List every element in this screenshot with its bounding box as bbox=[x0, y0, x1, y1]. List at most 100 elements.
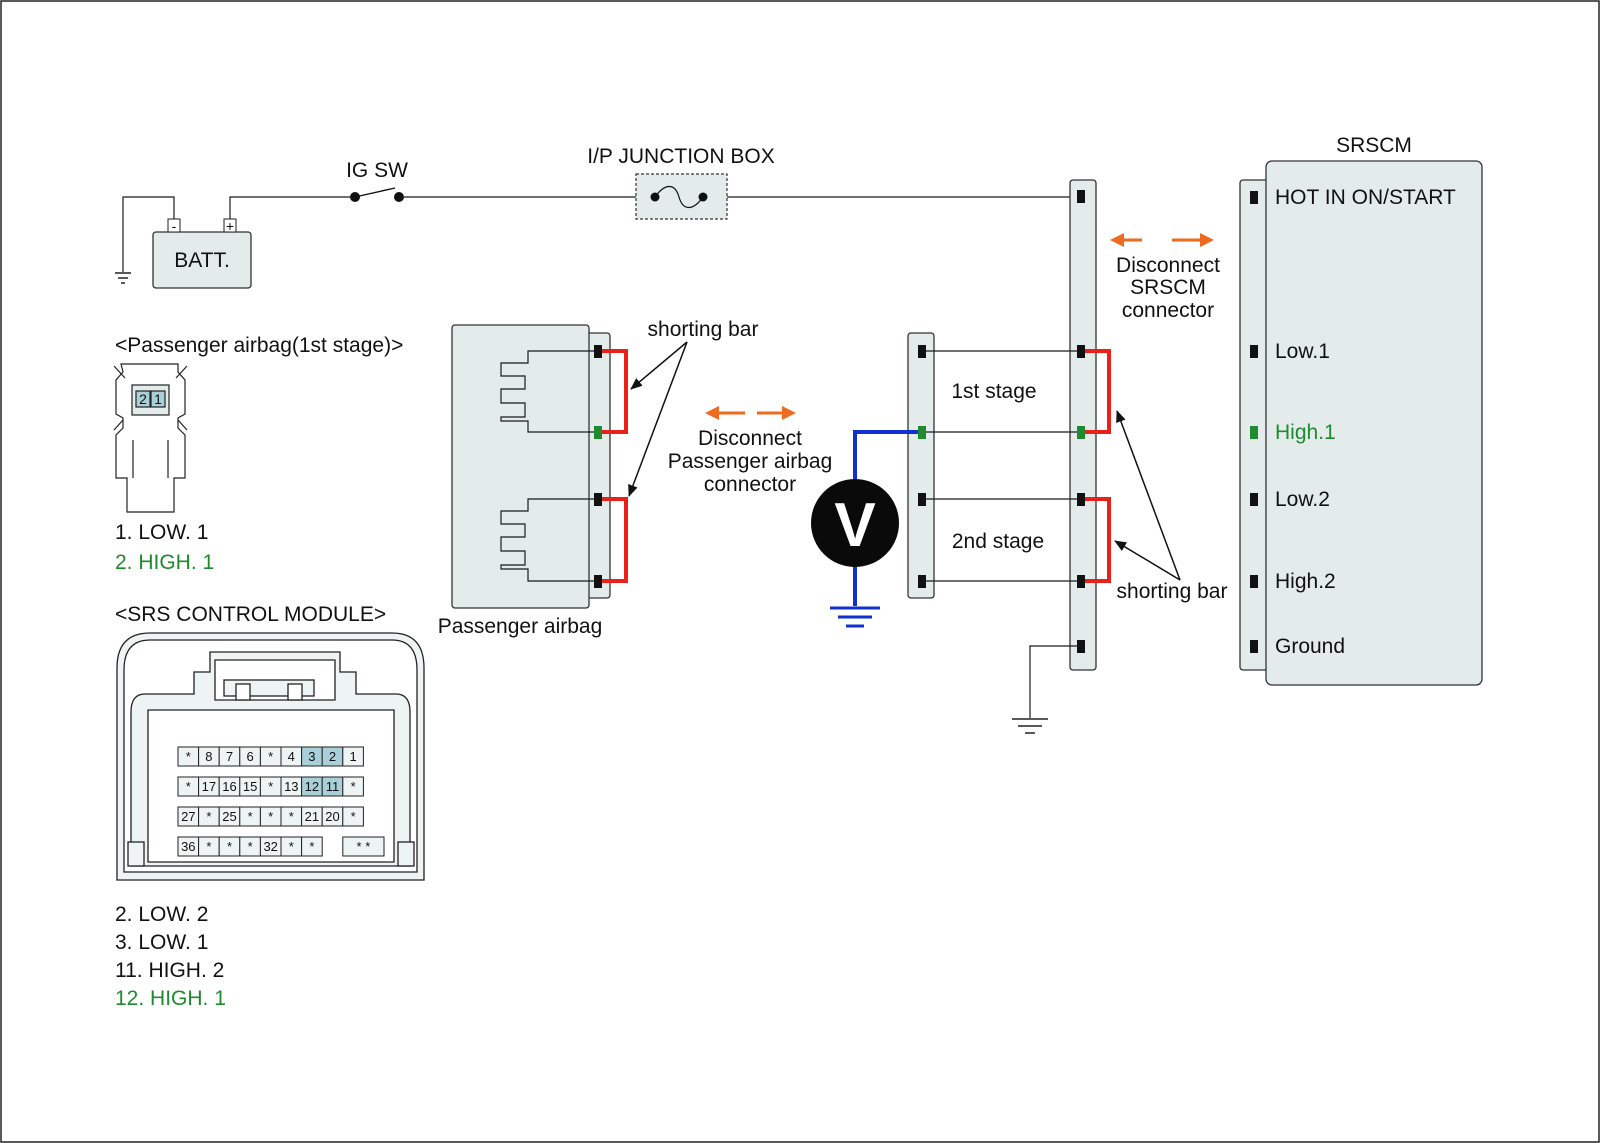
battery-ground-wire bbox=[122, 196, 175, 272]
passenger-airbag-connector-view bbox=[113, 363, 188, 513]
srscm-pin-label-2: High.1 bbox=[1275, 421, 1336, 444]
srscm-pin-4 bbox=[1250, 575, 1258, 588]
srscm-module-body bbox=[1265, 160, 1483, 686]
airbag-connector-pin-1: 1 bbox=[154, 391, 162, 407]
srscm-pin-2 bbox=[1250, 426, 1258, 439]
disconnect-srscm-line1: Disconnect bbox=[1116, 254, 1220, 277]
srscm-title: SRSCM bbox=[1336, 134, 1412, 157]
module-pin-label: 36 bbox=[181, 839, 195, 854]
srscm-pin-label-3: Low.2 bbox=[1275, 488, 1330, 511]
passenger-airbag-label: Passenger airbag bbox=[438, 615, 603, 638]
srscm-pin-label-5: Ground bbox=[1275, 635, 1345, 658]
module-pin-label: * bbox=[206, 839, 211, 854]
ig-switch-label: IG SW bbox=[346, 159, 408, 182]
module-pin-label: 21 bbox=[305, 809, 319, 824]
disconnect-airbag-line3: connector bbox=[704, 473, 796, 496]
airbag-connector-pin-2: 2 bbox=[139, 391, 147, 407]
module-pin-label: 16 bbox=[222, 779, 236, 794]
module-pin-label: * bbox=[268, 809, 273, 824]
srscm-harness-connector bbox=[1069, 179, 1097, 671]
module-pin-cell bbox=[342, 806, 364, 827]
module-pin-label: 20 bbox=[325, 809, 339, 824]
module-pin-label: 3 bbox=[308, 749, 315, 764]
module-pin-label: * bbox=[289, 839, 294, 854]
srscm-pin-3 bbox=[1250, 493, 1258, 506]
module-pin-label: 27 bbox=[181, 809, 195, 824]
module-legend-item-1: 3. LOW. 1 bbox=[115, 931, 208, 954]
harness-pin-low1 bbox=[1077, 345, 1085, 358]
voltmeter-symbol: V bbox=[834, 491, 875, 560]
battery-ground-symbol bbox=[115, 272, 131, 284]
module-pin-cell bbox=[342, 746, 364, 767]
shorting-bar-arrow-right-1 bbox=[1116, 410, 1181, 581]
airbag-legend-item-1: 2. HIGH. 1 bbox=[115, 551, 214, 574]
harness-pin-high1 bbox=[1077, 426, 1085, 439]
shorting-bar-label-right: shorting bar bbox=[1117, 580, 1228, 603]
stage1-label: 1st stage bbox=[951, 380, 1036, 403]
shorting-bar-arrow-top-1 bbox=[630, 341, 688, 390]
shorting-bar-arrow-right-2 bbox=[1114, 540, 1181, 581]
module-pin-label: 17 bbox=[202, 779, 216, 794]
module-pin-label: * bbox=[289, 809, 294, 824]
passenger-airbag-body bbox=[451, 324, 590, 609]
airbag-harness-pin-3 bbox=[918, 493, 926, 506]
airbag-shorting-bar-stage2 bbox=[602, 497, 628, 583]
srscm-pin-0 bbox=[1250, 191, 1258, 204]
harness-pin-low2 bbox=[1077, 493, 1085, 506]
module-pin-label: 13 bbox=[284, 779, 298, 794]
module-pin-label: * bbox=[351, 809, 356, 824]
harness-ground-wire bbox=[1029, 645, 1077, 718]
harness-shorting-bar-stage2 bbox=[1085, 497, 1111, 583]
module-pin-label: 8 bbox=[205, 749, 212, 764]
module-pin-cell bbox=[342, 836, 385, 857]
srscm-pin-1 bbox=[1250, 345, 1258, 358]
srscm-connector-strip bbox=[1239, 179, 1269, 671]
srscm-pin-label-1: Low.1 bbox=[1275, 340, 1330, 363]
module-pin-cell bbox=[301, 836, 323, 857]
airbag-pin-4 bbox=[594, 575, 602, 588]
airbag-inflator-stage2 bbox=[500, 498, 596, 582]
voltmeter-probe-wire bbox=[853, 430, 918, 480]
passenger-airbag-stage-title: <Passenger airbag(1st stage)> bbox=[115, 334, 403, 357]
srscm-pin-label-0: HOT IN ON/START bbox=[1275, 186, 1456, 209]
module-legend-item-0: 2. LOW. 2 bbox=[115, 903, 208, 926]
battery-positive-wire bbox=[229, 196, 355, 219]
srscm-pin-5 bbox=[1250, 640, 1258, 653]
stage2-label: 2nd stage bbox=[952, 530, 1044, 553]
shorting-bar-label-top: shorting bar bbox=[648, 318, 759, 341]
module-pin-label: 12 bbox=[305, 779, 319, 794]
module-pin-label: 2 bbox=[329, 749, 336, 764]
battery: - + BATT. bbox=[152, 218, 252, 289]
module-pin-label: 32 bbox=[263, 839, 277, 854]
ig-switch bbox=[350, 187, 404, 202]
srscm-pin-list: HOT IN ON/START Low.1High.1Low.2High.2Gro… bbox=[1250, 186, 1456, 658]
srscm-pin-label-4: High.2 bbox=[1275, 570, 1336, 593]
module-pin-label: 7 bbox=[226, 749, 233, 764]
ip-junction-box bbox=[635, 173, 728, 220]
module-pin-label: * bbox=[186, 779, 191, 794]
airbag-harness-connector bbox=[907, 332, 935, 599]
airbag-connector-legend: 1. LOW. 12. HIGH. 1 bbox=[115, 521, 214, 574]
module-legend-item-2: 11. HIGH. 2 bbox=[115, 959, 224, 982]
module-legend-item-3: 12. HIGH. 1 bbox=[115, 987, 226, 1010]
airbag-harness-pin-2 bbox=[918, 426, 926, 439]
module-pin-label: * bbox=[268, 749, 273, 764]
module-pin-label: * * bbox=[357, 839, 371, 854]
disconnect-airbag-line1: Disconnect bbox=[698, 427, 802, 450]
harness-pin-hot bbox=[1077, 190, 1085, 203]
voltmeter bbox=[811, 479, 899, 567]
module-pin-label: * bbox=[248, 809, 253, 824]
harness-shorting-bar-stage1 bbox=[1085, 349, 1111, 434]
airbag-harness-pin-1 bbox=[918, 345, 926, 358]
module-pin-label: 11 bbox=[326, 779, 340, 794]
airbag-shorting-bar-stage1 bbox=[602, 349, 628, 434]
module-pin-label: * bbox=[186, 749, 191, 764]
disconnect-airbag-line2: Passenger airbag bbox=[668, 450, 833, 473]
airbag-harness-pin-4 bbox=[918, 575, 926, 588]
harness-pin-ground bbox=[1077, 640, 1085, 653]
disconnect-srscm-arrows bbox=[1110, 233, 1214, 247]
module-pin-label: * bbox=[206, 809, 211, 824]
module-pin-label: 1 bbox=[349, 749, 356, 764]
